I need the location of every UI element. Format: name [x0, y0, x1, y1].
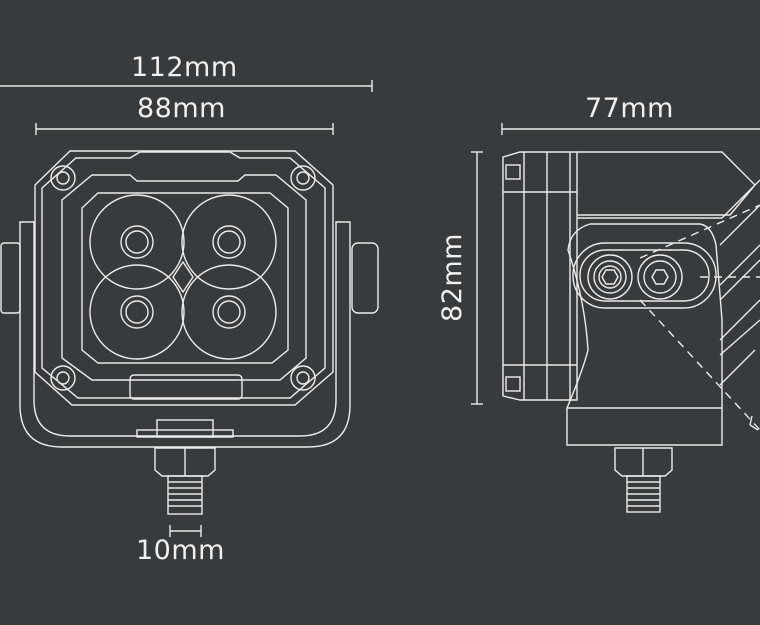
- dim-line-10mm: [169, 525, 202, 537]
- mount-bracket: [19, 221, 351, 448]
- dim-line-112mm: [0, 80, 373, 92]
- mount-bolt: [136, 419, 234, 515]
- heatsink-fins: [577, 151, 760, 386]
- screws: [50, 165, 316, 391]
- side-view: [502, 151, 760, 513]
- dim-line-77mm: [501, 123, 760, 135]
- side-housing: [502, 151, 578, 401]
- side-mount-bolt: [614, 447, 673, 513]
- dim-line-82mm: [471, 151, 483, 405]
- label-82mm: 82mm: [436, 233, 468, 322]
- label-88mm: 88mm: [137, 93, 226, 124]
- label-10mm: 10mm: [136, 535, 225, 566]
- pivot-bolts: [587, 254, 683, 300]
- side-knob-left: [0, 242, 21, 314]
- side-knob-right: [351, 242, 379, 314]
- dim-line-88mm: [35, 123, 334, 135]
- label-112mm: 112mm: [131, 52, 238, 83]
- lens-cluster: [89, 194, 277, 360]
- label-77mm: 77mm: [585, 93, 674, 124]
- lens-frame: [81, 192, 289, 364]
- housing-outer: [34, 150, 334, 406]
- front-view: [0, 150, 379, 515]
- tilt-angle-indicator: [639, 204, 760, 431]
- led-emitters: [120, 225, 246, 329]
- side-bracket: [566, 223, 723, 446]
